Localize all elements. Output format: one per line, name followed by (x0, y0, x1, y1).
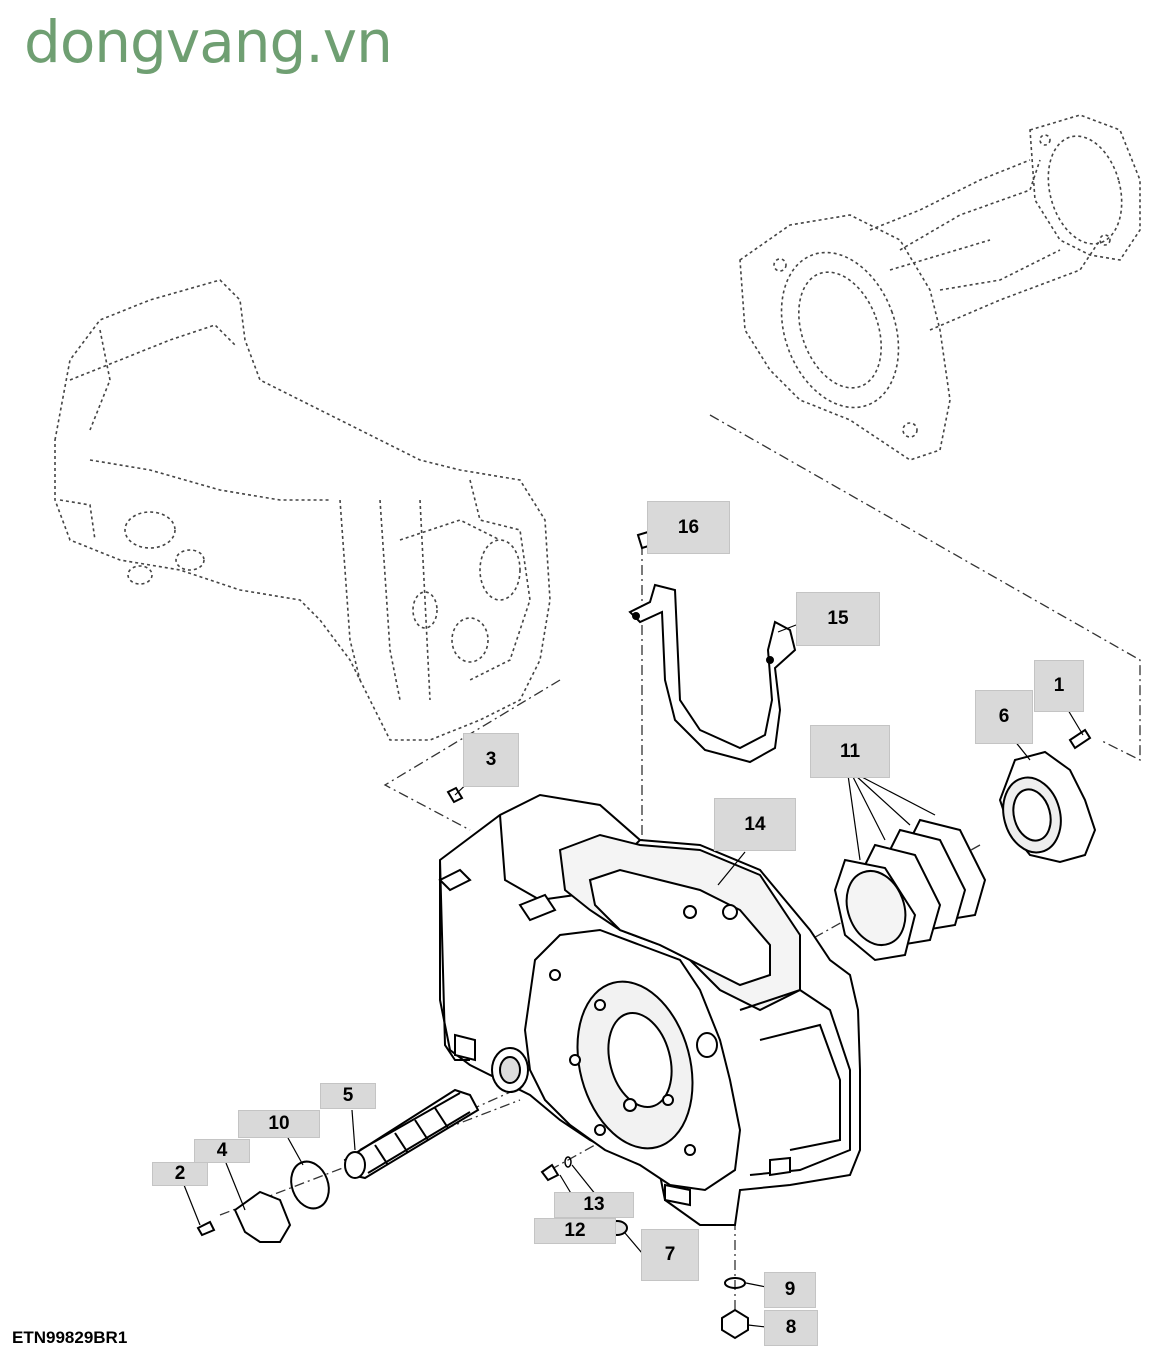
drain-plug-8 (721, 1308, 749, 1340)
bolt-2 (196, 1220, 216, 1237)
callout-16: 16 (647, 501, 730, 554)
shim-gaskets (833, 818, 987, 962)
support-strap (628, 583, 797, 764)
callout-1: 1 (1034, 660, 1084, 712)
callout-3: 3 (463, 733, 519, 787)
callout-10: 10 (238, 1110, 320, 1138)
callout-2: 2 (152, 1162, 208, 1186)
callout-15: 15 (796, 592, 880, 646)
phantom-axle-housing (739, 114, 1141, 461)
callout-9: 9 (764, 1272, 816, 1308)
callout-7: 7 (641, 1229, 699, 1281)
callout-6: 6 (975, 690, 1033, 744)
o-ring-10 (290, 1160, 330, 1210)
callout-11: 11 (810, 725, 890, 778)
watermark-logo: dongvang.vn (24, 8, 393, 76)
callout-12: 12 (534, 1218, 616, 1244)
bearing-cover (998, 750, 1097, 864)
callout-8: 8 (764, 1310, 818, 1346)
filter-cover (233, 1190, 292, 1243)
figure-id: ETN99829BR1 (12, 1328, 128, 1347)
phantom-gearbox-housing (54, 279, 551, 741)
leader-lines (183, 539, 1084, 1328)
transmission-case (438, 793, 861, 1226)
plug-12 (540, 1163, 560, 1182)
ring-13 (564, 1156, 572, 1168)
washer-9 (724, 1277, 746, 1289)
callout-14: 14 (714, 798, 796, 851)
callout-5: 5 (320, 1083, 376, 1109)
callout-13: 13 (554, 1192, 634, 1218)
filter-screen (343, 1088, 480, 1180)
callout-4: 4 (194, 1139, 250, 1163)
bolt-1 (1068, 728, 1092, 750)
